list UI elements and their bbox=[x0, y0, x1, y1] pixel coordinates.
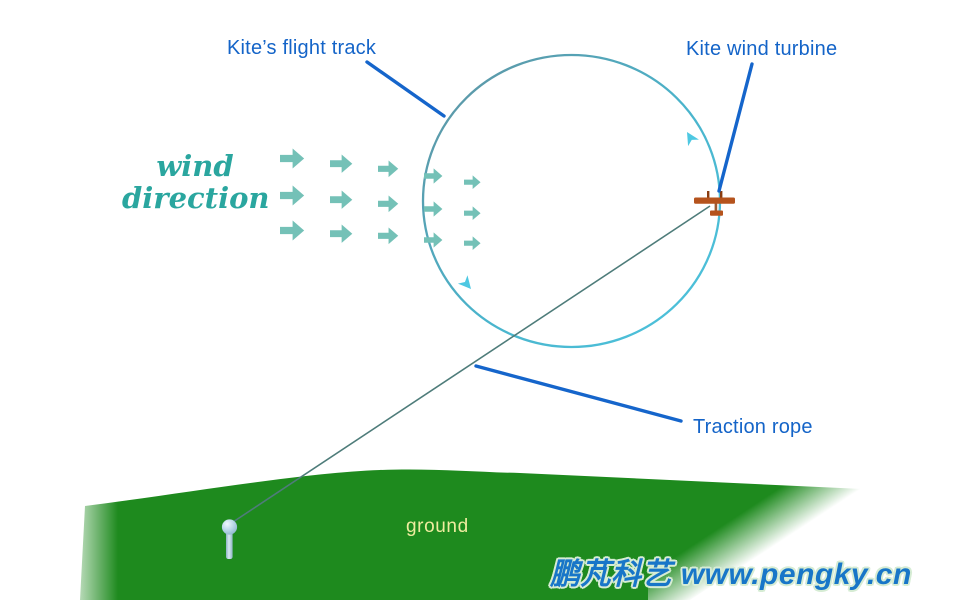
flight-track-label: Kite’s flight track bbox=[227, 37, 377, 59]
traction-rope-line bbox=[229, 205, 711, 525]
anchor-pin-icon bbox=[221, 519, 238, 559]
wind-arrow-icon bbox=[378, 195, 399, 213]
wind-arrow-icon bbox=[464, 175, 481, 190]
wind-arrow-icon bbox=[280, 220, 305, 241]
wind-turbine-label: Kite wind turbine bbox=[686, 38, 838, 60]
wind-arrow-icon bbox=[424, 201, 443, 217]
ground-label: ground bbox=[406, 516, 469, 537]
pengky-watermark: 鹏芃科艺 www.pengky.cn bbox=[550, 558, 912, 591]
wind-direction-label-line2: direction bbox=[122, 181, 270, 215]
wind-arrow-field bbox=[280, 148, 481, 251]
wind-arrow-icon bbox=[378, 227, 399, 245]
traction-rope-leader-line bbox=[474, 364, 683, 423]
track-direction-arrow-top bbox=[681, 128, 699, 147]
flight-track-leader-line bbox=[365, 60, 446, 118]
wind-arrow-icon bbox=[330, 190, 353, 209]
wind-arrow-icon bbox=[464, 206, 481, 221]
wind-direction-label: wind direction bbox=[122, 149, 270, 215]
wind-direction-label-line1: wind bbox=[156, 149, 234, 183]
turbine-leader-line bbox=[717, 62, 754, 193]
wind-arrow-icon bbox=[280, 185, 305, 206]
ground-left-fade bbox=[40, 452, 120, 600]
traction-rope-label: Traction rope bbox=[693, 416, 813, 438]
wind-arrow-icon bbox=[330, 154, 353, 173]
wind-arrow-icon bbox=[464, 236, 481, 251]
flight-track-circle bbox=[421, 53, 722, 349]
track-direction-arrow-bottom bbox=[457, 275, 476, 294]
kite-wind-turbine-icon bbox=[694, 191, 735, 216]
wind-arrow-icon bbox=[280, 148, 305, 169]
wind-arrow-icon bbox=[330, 224, 353, 243]
wind-arrow-icon bbox=[378, 160, 399, 178]
ground-right-fade bbox=[648, 430, 960, 600]
